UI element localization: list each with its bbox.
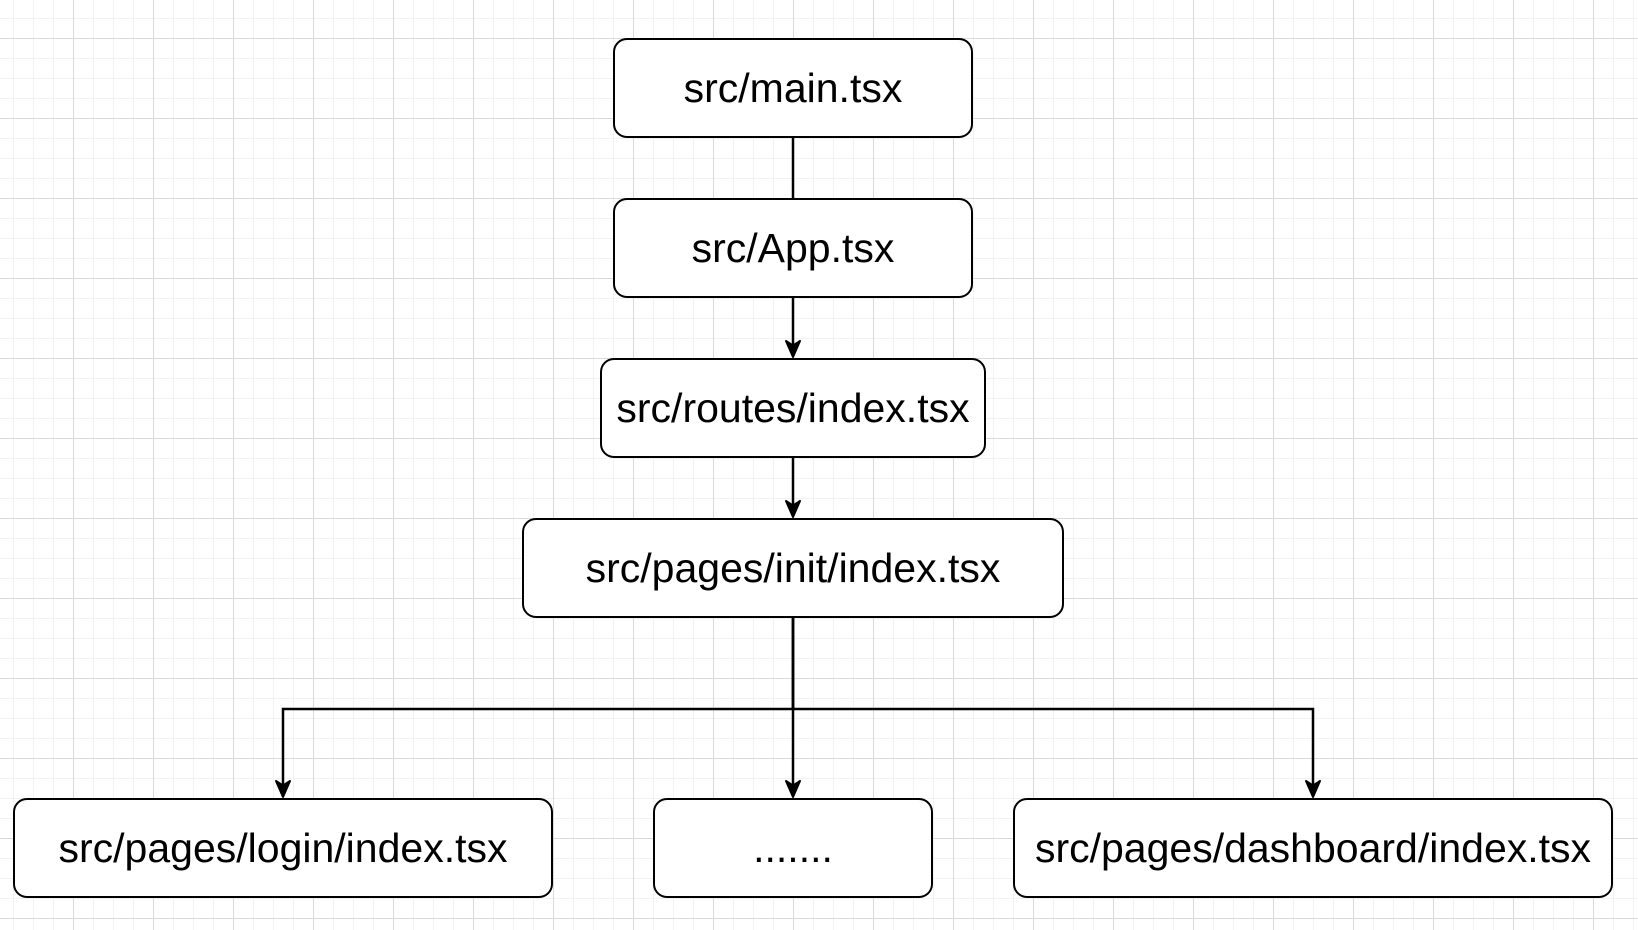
node-label: src/pages/login/index.tsx: [58, 824, 508, 871]
node-label: src/pages/dashboard/index.tsx: [1034, 824, 1592, 871]
node-src-app-tsx: src/App.tsx: [613, 198, 973, 298]
node-src-pages-init-index-tsx: src/pages/init/index.tsx: [522, 518, 1064, 618]
node-src-main-tsx: src/main.tsx: [613, 38, 973, 138]
node-label: .......: [753, 824, 833, 871]
edge-init-to-dashboard: [791, 618, 1321, 798]
node-src-pages-dashboard-index-tsx: src/pages/dashboard/index.tsx: [1013, 798, 1613, 898]
node-label: src/App.tsx: [691, 224, 895, 271]
node-label: src/pages/init/index.tsx: [585, 544, 1001, 591]
node-label: src/routes/index.tsx: [616, 384, 970, 431]
node-ellipsis-placeholder: .......: [653, 798, 933, 898]
edge-init-to-login: [275, 618, 795, 798]
node-src-routes-index-tsx: src/routes/index.tsx: [600, 358, 986, 458]
node-label: src/main.tsx: [683, 64, 903, 111]
node-src-pages-login-index-tsx: src/pages/login/index.tsx: [13, 798, 553, 898]
